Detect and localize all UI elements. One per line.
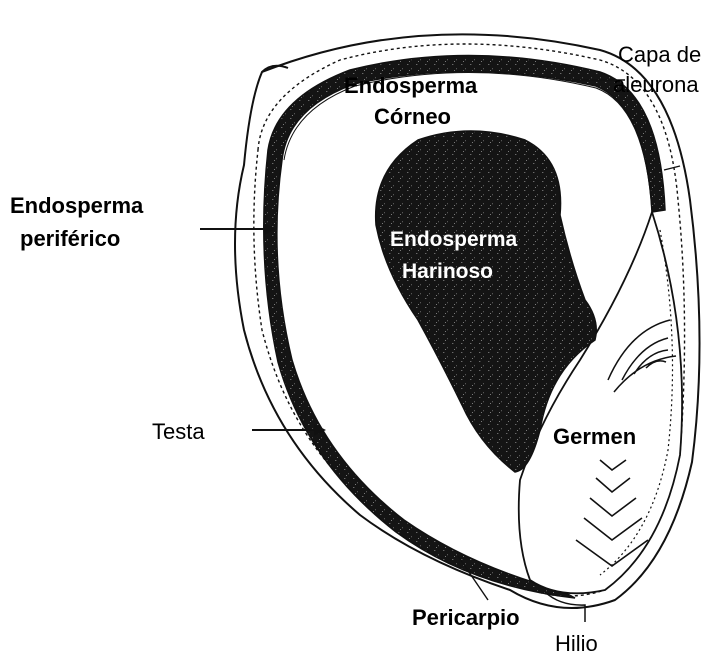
label-endosperma-periferico-1: Endosperma — [10, 193, 144, 218]
label-capa-de: Capa de — [618, 42, 701, 67]
label-testa: Testa — [152, 419, 205, 444]
label-endosperma-harinoso-1: Endosperma — [390, 228, 518, 251]
aleurone-tick — [664, 166, 680, 170]
label-endosperma-harinoso-2: Harinoso — [402, 260, 493, 283]
label-aleurona: aleurona — [613, 72, 699, 97]
label-hilio: Hilio — [555, 631, 598, 656]
label-endosperma-corneo-1: Endosperma — [344, 73, 478, 98]
label-germen: Germen — [553, 424, 636, 449]
label-endosperma-periferico-2: periférico — [20, 226, 120, 251]
label-pericarpio: Pericarpio — [412, 605, 520, 630]
label-endosperma-corneo-2: Córneo — [374, 104, 451, 129]
